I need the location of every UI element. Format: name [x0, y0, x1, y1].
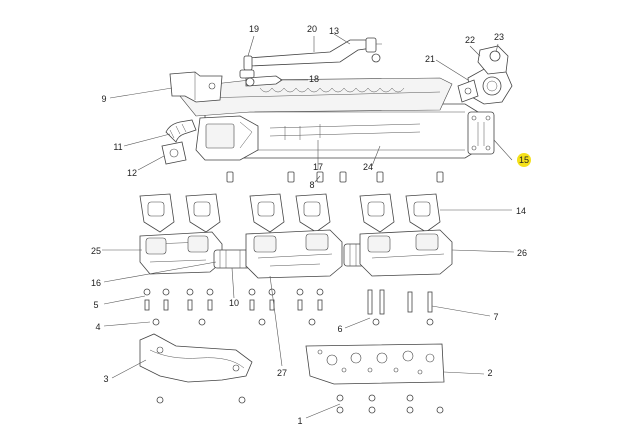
outlet-housing — [457, 45, 513, 105]
callout-15: 15 — [519, 155, 529, 165]
callout-19: 19 — [249, 24, 259, 34]
callout-14: 14 — [516, 206, 526, 216]
exhaust-manifold — [139, 229, 453, 279]
callout-13: 13 — [329, 26, 339, 36]
bolt-row-bottom — [156, 394, 444, 414]
manifold-gaskets-upper — [139, 193, 441, 233]
callout-21: 21 — [425, 54, 435, 64]
callout-8: 8 — [309, 180, 314, 190]
mounting-plate — [305, 343, 445, 385]
callout-12: 12 — [127, 168, 137, 178]
callout-1: 1 — [297, 416, 302, 426]
callout-18: 18 — [309, 74, 319, 84]
callout-3: 3 — [103, 374, 108, 384]
callout-15-highlight — [517, 153, 531, 167]
callout-24: 24 — [363, 162, 373, 172]
callout-23: 23 — [494, 32, 504, 42]
bolt-row-lower — [143, 288, 434, 326]
callout-labels: 1 2 3 4 5 6 7 8 9 10 11 12 13 14 15 16 1… — [91, 24, 529, 426]
callout-20: 20 — [307, 24, 317, 34]
heat-shield — [139, 333, 253, 383]
egr-cooler-assembly — [169, 71, 495, 161]
callout-4: 4 — [95, 322, 100, 332]
callout-25: 25 — [91, 246, 101, 256]
hose-and-gasket — [161, 119, 197, 165]
callout-10: 10 — [229, 298, 239, 308]
egr-pipe — [239, 37, 382, 87]
callout-5: 5 — [93, 300, 98, 310]
callout-9: 9 — [101, 94, 106, 104]
callout-27: 27 — [277, 368, 287, 378]
stud-row-upper — [226, 171, 444, 183]
callout-17: 17 — [313, 162, 323, 172]
leader-lines — [102, 33, 515, 419]
callout-7: 7 — [493, 312, 498, 322]
callout-11: 11 — [113, 142, 122, 152]
callout-26: 26 — [517, 248, 527, 258]
callout-22: 22 — [465, 35, 475, 45]
callout-2: 2 — [487, 368, 492, 378]
callout-6: 6 — [337, 324, 342, 334]
callout-16: 16 — [91, 278, 101, 288]
